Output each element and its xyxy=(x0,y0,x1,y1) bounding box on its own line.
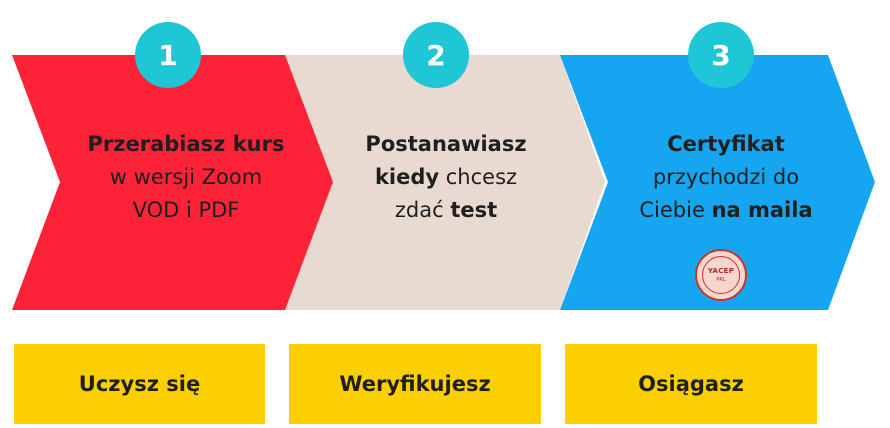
step-3-chevron xyxy=(560,55,875,310)
step-1-line2: w wersji Zoom xyxy=(109,165,263,189)
step-3-number-badge: 3 xyxy=(688,22,754,88)
step-3-text: Certyfikat przychodzi do Ciebie na maila xyxy=(610,128,842,227)
stamp-text: YACEP xyxy=(707,267,735,275)
step-2-label: Weryfikujesz xyxy=(289,344,541,424)
step-1-text: Przerabiasz kurs w wersji Zoom VOD i PDF xyxy=(62,128,310,227)
step-3-line3-pre: Ciebie xyxy=(639,198,712,222)
step-1-line1: Przerabiasz kurs xyxy=(87,132,285,156)
step-3-label: Osiągasz xyxy=(565,344,817,424)
step-2-line2-bold: kiedy xyxy=(374,165,440,189)
step-2-number-badge: 2 xyxy=(403,22,469,88)
step-3-line3-bold: na maila xyxy=(711,198,813,222)
step-2-line1: Postanawiasz xyxy=(365,132,527,156)
step-1-label: Uczysz się xyxy=(14,344,265,424)
step-3-line2: przychodzi do xyxy=(652,165,800,189)
step-2-text: Postanawiasz kiedy chcesz zdać test xyxy=(335,128,557,227)
step-3-line1: Certyfikat xyxy=(667,132,785,156)
step-1-number-badge: 1 xyxy=(135,22,201,88)
step-2-chevron xyxy=(285,55,605,310)
step-2-line3-pre: zdać xyxy=(394,198,451,222)
step-1-chevron xyxy=(12,55,335,310)
step-1-line3: VOD i PDF xyxy=(132,198,240,222)
stamp-subtext: PRL xyxy=(716,277,726,283)
certificate-stamp-icon: YACEP PRL xyxy=(695,249,747,301)
step-2-line3-bold: test xyxy=(450,198,498,222)
step-2-line2-rest: chcesz xyxy=(439,165,518,189)
